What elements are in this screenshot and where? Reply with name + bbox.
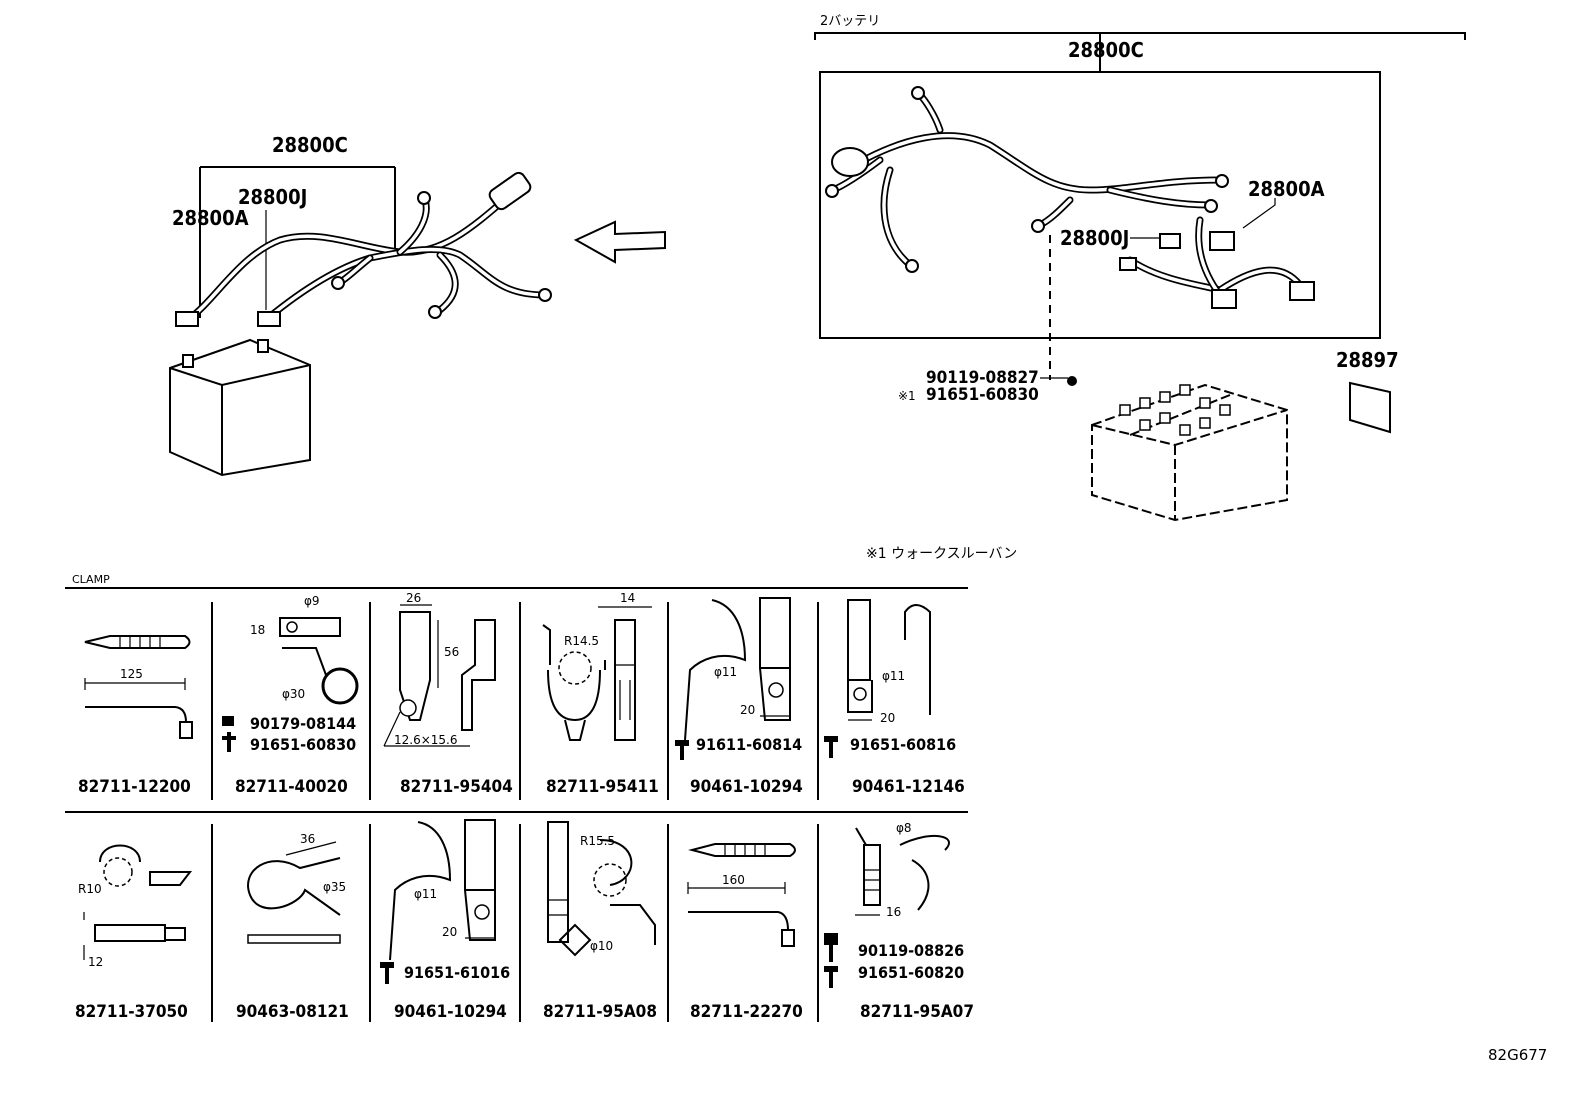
clamp-cell-r2c4[interactable]: R15.5 φ10 82711-95A08 xyxy=(543,821,657,1022)
dim-r1c3-0: 26 xyxy=(406,591,421,605)
subpart-r1c5-0[interactable]: 91611-60814 xyxy=(696,735,802,754)
part-r1c4[interactable]: 82711-95411 xyxy=(546,777,659,797)
alt-bolt-mark: ※1 xyxy=(898,389,916,403)
clamp-title: CLAMP xyxy=(72,573,110,586)
clamp-cell-r1c5[interactable]: φ11 20 91611-60814 90461-10294 xyxy=(675,597,803,797)
part-r2c3[interactable]: 90461-10294 xyxy=(394,1002,507,1022)
direction-arrow-icon xyxy=(573,220,666,264)
left-label-28800a[interactable]: 28800A xyxy=(172,206,249,230)
dim-r1c5-1: 20 xyxy=(740,703,755,717)
leader-28800a xyxy=(1242,198,1276,229)
left-wire-harness xyxy=(175,171,552,327)
clamp-cell-r2c5[interactable]: 160 82711-22270 xyxy=(687,843,803,1022)
right-wire-harness xyxy=(825,86,1315,309)
dim-r2c3-0: φ11 xyxy=(414,887,437,901)
diagram-code: 82G677 xyxy=(1488,1046,1547,1064)
dim-r1c5-0: φ11 xyxy=(714,665,737,679)
dim-r2c1-1: 12 xyxy=(88,955,103,969)
left-label-28800c[interactable]: 28800C xyxy=(272,133,348,157)
dim-r2c2-1: φ35 xyxy=(323,880,346,894)
alt-bolt-part-number[interactable]: 91651-60830 xyxy=(926,385,1039,405)
part-r1c3[interactable]: 82711-95404 xyxy=(400,777,513,797)
left-view: 28800C 28800J 28800A xyxy=(169,133,666,477)
left-leader-lines xyxy=(199,210,267,315)
part-r2c6[interactable]: 82711-95A07 xyxy=(860,1002,974,1022)
dim-r1c3-1: 56 xyxy=(444,645,459,659)
plate-label-28897[interactable]: 28897 xyxy=(1336,348,1399,372)
right-battery xyxy=(1091,383,1288,522)
right-label-28800j[interactable]: 28800J xyxy=(1060,226,1129,250)
clamp-cell-r1c2[interactable]: φ9 18 φ30 90179-08144 91651-60830 82711-… xyxy=(222,594,359,797)
right-group-title: 2バッテリ xyxy=(820,14,880,29)
clamp-cell-r2c6[interactable]: φ8 16 90119-08826 91651-60820 82711-95A0… xyxy=(824,821,974,1022)
footnote: ※1 ウォークスルーバン xyxy=(866,546,1017,562)
right-view: 2バッテリ 28800C xyxy=(814,14,1466,562)
right-label-28800c[interactable]: 28800C xyxy=(1068,38,1144,62)
clamp-column-dividers xyxy=(211,602,819,1022)
subpart-r2c6-1[interactable]: 91651-60820 xyxy=(858,963,964,982)
subpart-r1c2-1[interactable]: 91651-60830 xyxy=(250,735,356,754)
clamp-cell-r2c3[interactable]: φ11 20 91651-61016 90461-10294 xyxy=(380,819,510,1022)
dim-r2c4-0: R15.5 xyxy=(580,834,615,848)
subpart-r2c6-0[interactable]: 90119-08826 xyxy=(858,941,964,960)
part-r2c5[interactable]: 82711-22270 xyxy=(690,1002,803,1022)
dim-r1c2-0: φ9 xyxy=(304,594,320,608)
dim-r2c1-0: R10 xyxy=(78,882,102,896)
dim-r1c2-2: φ30 xyxy=(282,687,305,701)
part-r2c1[interactable]: 82711-37050 xyxy=(75,1002,188,1022)
dim-r2c5-0: 160 xyxy=(722,873,745,887)
part-r2c2[interactable]: 90463-08121 xyxy=(236,1002,349,1022)
dim-r1c3-2: 12.6×15.6 xyxy=(394,733,458,747)
plate-icon xyxy=(1349,381,1391,434)
part-r2c4[interactable]: 82711-95A08 xyxy=(543,1002,657,1022)
dim-r2c6-1: 16 xyxy=(886,905,901,919)
left-label-28800j[interactable]: 28800J xyxy=(238,185,307,209)
dim-r2c3-1: 20 xyxy=(442,925,457,939)
clamp-cell-r1c1[interactable]: 125 82711-12200 xyxy=(78,635,193,797)
clamp-cell-r1c3[interactable]: 26 56 12.6×15.6 82711-95404 xyxy=(383,591,513,797)
left-battery xyxy=(169,338,311,477)
dim-r1c4-1: R14.5 xyxy=(564,634,599,648)
clamp-cell-r1c6[interactable]: φ11 20 91651-60816 90461-12146 xyxy=(824,599,965,797)
dim-r1c6-1: 20 xyxy=(880,711,895,725)
clamp-cell-r2c1[interactable]: R10 12 82711-37050 xyxy=(75,844,193,1023)
bolt-part-number[interactable]: 90119-08827 xyxy=(926,368,1039,388)
subpart-r2c3-0[interactable]: 91651-61016 xyxy=(404,963,510,982)
right-harness-box xyxy=(819,71,1381,339)
clamp-cell-r1c4[interactable]: R14.5 14 82711-95411 xyxy=(542,591,659,797)
dim-r1c4-0: 14 xyxy=(620,591,635,605)
clamp-cell-r2c2[interactable]: 36 φ35 90463-08121 xyxy=(236,832,349,1022)
dim-r1c2-1: 18 xyxy=(250,623,265,637)
part-r1c6[interactable]: 90461-12146 xyxy=(852,777,965,797)
dim-r2c4-1: φ10 xyxy=(590,939,613,953)
part-r1c5[interactable]: 90461-10294 xyxy=(690,777,803,797)
part-r1c1[interactable]: 82711-12200 xyxy=(78,777,191,797)
bolt-icon xyxy=(1067,376,1077,386)
subpart-r1c2-0[interactable]: 90179-08144 xyxy=(250,714,356,733)
right-label-28800a[interactable]: 28800A xyxy=(1248,177,1325,201)
clamp-section: CLAMP 125 82711-12200 φ9 18 xyxy=(65,573,974,1022)
right-group-bracket xyxy=(814,32,1466,40)
dim-r2c2-0: 36 xyxy=(300,832,315,846)
subpart-r1c6-0[interactable]: 91651-60816 xyxy=(850,735,956,754)
part-r1c2[interactable]: 82711-40020 xyxy=(235,777,348,797)
dim-r2c6-0: φ8 xyxy=(896,821,912,835)
dim-r1c1-0: 125 xyxy=(120,667,143,681)
dim-r1c6-0: φ11 xyxy=(882,669,905,683)
